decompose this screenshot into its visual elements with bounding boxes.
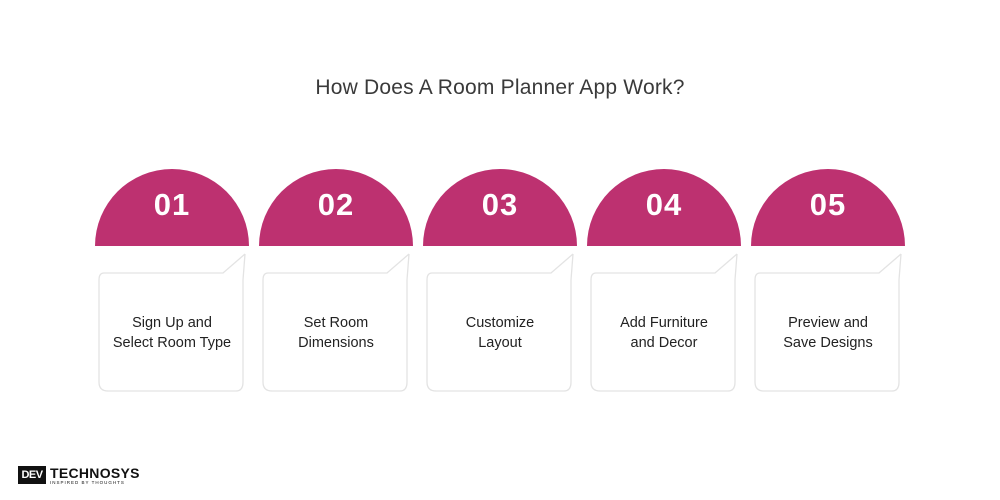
step-number-badge bbox=[95, 169, 249, 246]
step-box bbox=[590, 253, 738, 392]
step-number: 02 bbox=[317, 187, 355, 222]
step-label: Set Room Dimensions bbox=[265, 313, 407, 353]
step-label: Add Furniture and Decor bbox=[593, 313, 735, 353]
step-card: 04 Add Furniture and Decor bbox=[587, 160, 741, 395]
step-label: Preview and Save Designs bbox=[757, 313, 899, 353]
step-card: 05 Preview and Save Designs bbox=[751, 160, 905, 395]
step-card: 01 Sign Up and Select Room Type bbox=[95, 160, 249, 395]
step-number-badge bbox=[751, 169, 905, 246]
step-number-badge bbox=[259, 169, 413, 246]
step-label-line: Sign Up and bbox=[132, 315, 212, 331]
step-number-badge bbox=[587, 169, 741, 246]
diagram-title: How Does A Room Planner App Work? bbox=[315, 76, 685, 99]
step-label-line: Add Furniture bbox=[620, 315, 708, 331]
step-label: Sign Up and Select Room Type bbox=[101, 313, 243, 353]
step-label-line: Dimensions bbox=[298, 335, 374, 351]
step-label-line: Select Room Type bbox=[112, 335, 232, 351]
logo-tagline: INSPIRED BY THOUGHTS bbox=[50, 480, 125, 485]
step-box bbox=[262, 253, 410, 392]
step-label: Customize Layout bbox=[429, 313, 571, 353]
step-label-line: and Decor bbox=[630, 335, 698, 351]
logo-mark: DEV bbox=[18, 466, 46, 484]
step-number: 05 bbox=[809, 187, 847, 222]
step-label-line: Save Designs bbox=[783, 335, 873, 351]
logo-brand: TECHNOSYS bbox=[50, 465, 140, 481]
step-number: 03 bbox=[481, 187, 519, 222]
step-label-line: Set Room bbox=[303, 315, 369, 331]
step-box bbox=[98, 253, 246, 392]
step-card: 02 Set Room Dimensions bbox=[259, 160, 413, 395]
step-card: 03 Customize Layout bbox=[423, 160, 577, 395]
step-label-line: Preview and bbox=[788, 315, 868, 331]
step-number-badge bbox=[423, 169, 577, 246]
step-box bbox=[754, 253, 902, 392]
step-number: 01 bbox=[153, 187, 191, 222]
step-label-line: Layout bbox=[478, 335, 522, 351]
step-label-line: Customize bbox=[465, 315, 535, 331]
step-number: 04 bbox=[645, 187, 683, 222]
step-box bbox=[426, 253, 574, 392]
